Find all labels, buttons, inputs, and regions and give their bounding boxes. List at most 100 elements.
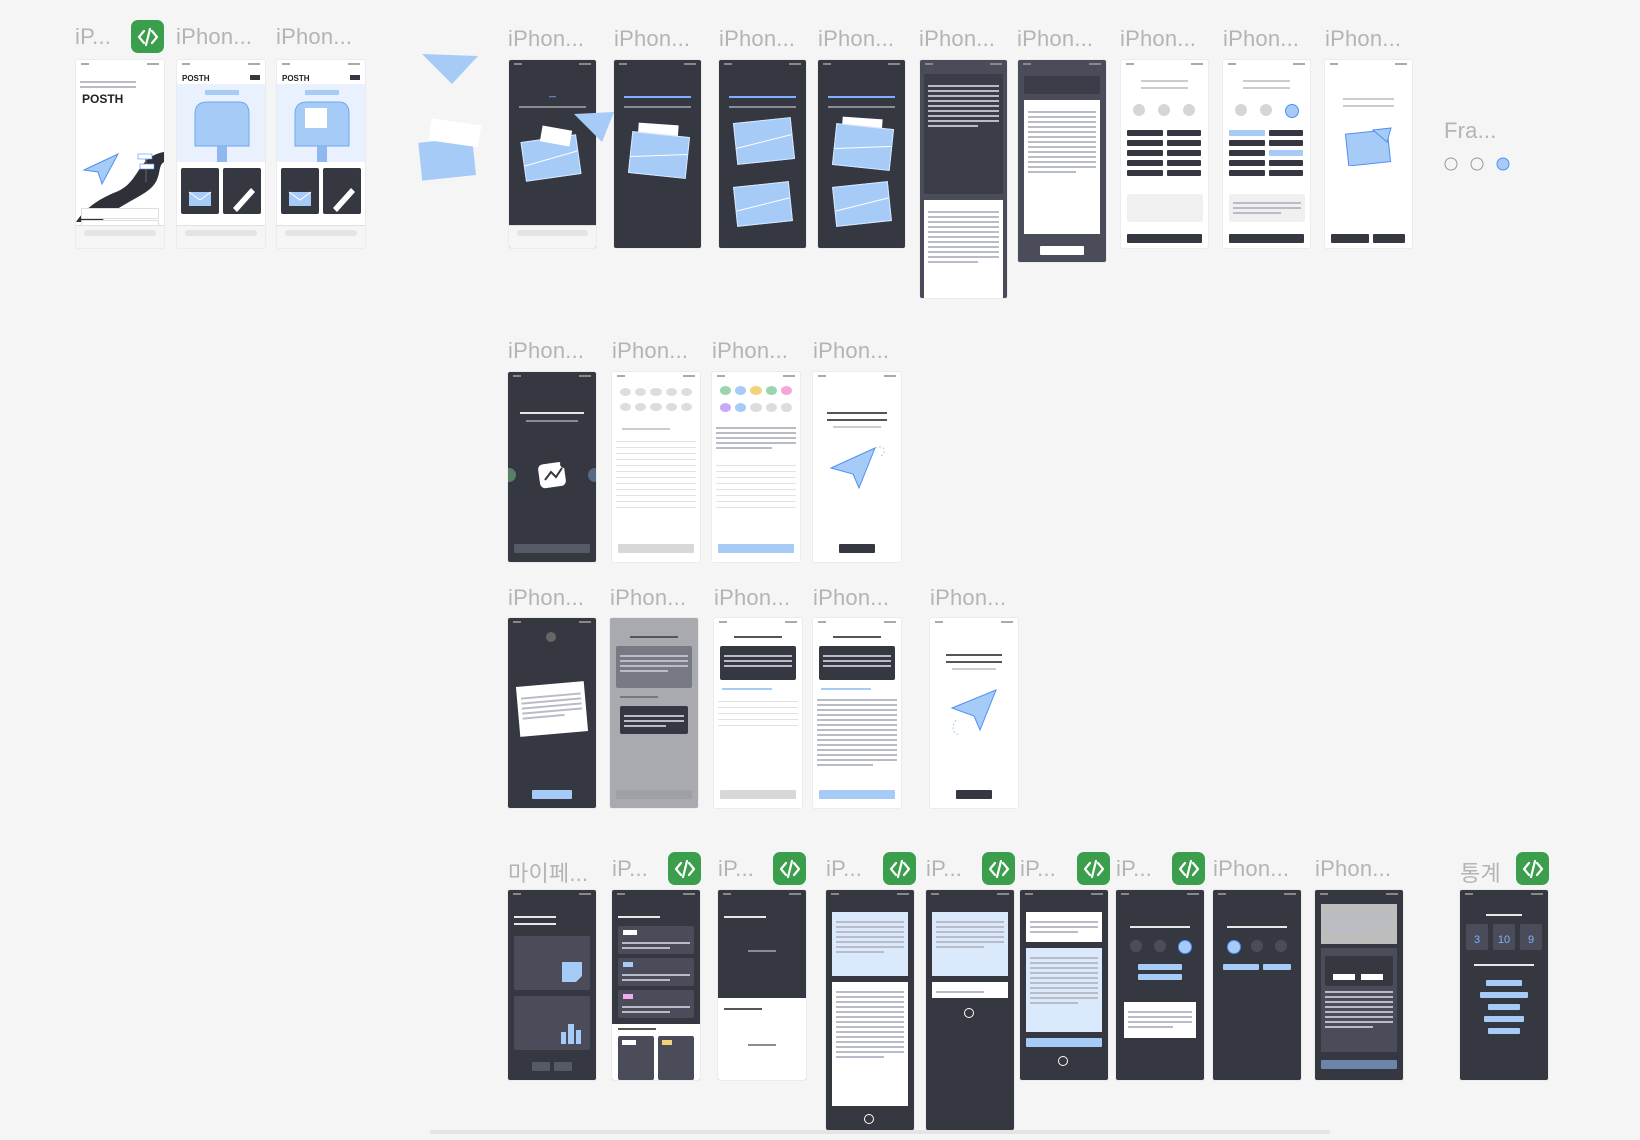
phone-frame-emotion[interactable] <box>1121 60 1208 248</box>
phone-frame-rating-2[interactable] <box>1213 890 1301 1080</box>
confirm-modal[interactable] <box>620 706 688 734</box>
code-brackets-icon <box>779 859 800 878</box>
share-button[interactable] <box>819 790 895 799</box>
frame-label: iP... <box>718 856 755 881</box>
code-badge[interactable] <box>773 852 806 885</box>
start-button[interactable] <box>81 208 159 219</box>
code-badge[interactable] <box>668 852 701 885</box>
home-button[interactable] <box>1331 234 1369 243</box>
stat-value: 3 <box>1473 934 1481 946</box>
submit-button[interactable] <box>1229 234 1304 243</box>
phone-frame-rating[interactable] <box>1116 890 1204 1080</box>
stats-card[interactable] <box>514 996 590 1050</box>
code-brackets-icon <box>988 859 1009 878</box>
code-badge[interactable] <box>982 852 1015 885</box>
smiley-icon[interactable] <box>1158 104 1170 116</box>
select-button[interactable] <box>514 544 590 553</box>
phone-frame-arrival-3[interactable] <box>719 60 806 248</box>
frame-label: iPhon... <box>818 26 895 51</box>
memo-input[interactable] <box>1127 194 1203 222</box>
write-button[interactable] <box>532 790 572 799</box>
phone-frame-stats[interactable]: 3 10 9 <box>1460 890 1548 1080</box>
phone-frame-arrival-1[interactable]: — <box>509 60 596 248</box>
smiley-icon[interactable] <box>1183 104 1195 116</box>
code-badge[interactable] <box>1516 852 1549 885</box>
pencil-icon <box>333 188 355 212</box>
phone-frame-letter-long[interactable] <box>920 60 1007 298</box>
smiley-icon-selected[interactable] <box>1178 940 1192 954</box>
cancel-button[interactable] <box>1333 974 1355 980</box>
frame-label: iPhon... <box>813 585 890 610</box>
send-button[interactable] <box>718 544 794 553</box>
category-icon[interactable] <box>536 458 570 492</box>
read-card[interactable] <box>181 168 219 214</box>
write-card[interactable] <box>323 168 361 214</box>
smiley-icon-selected[interactable] <box>1285 104 1299 118</box>
code-brackets-icon <box>1083 859 1104 878</box>
submit-button[interactable] <box>1127 234 1202 243</box>
phone-frame-report[interactable] <box>1315 890 1403 1080</box>
phone-frame-memo-view[interactable] <box>508 618 596 808</box>
mailbox-icon <box>294 90 350 162</box>
withdraw-button[interactable] <box>554 1062 572 1071</box>
phone-frame-mypage[interactable] <box>508 890 596 1080</box>
brand-title: POSTH <box>282 74 310 83</box>
smiley-icon-selected[interactable] <box>1227 940 1241 954</box>
phone-frame-letter-memo[interactable] <box>926 890 1014 1130</box>
phone-frame-letter-list[interactable] <box>612 890 700 1080</box>
phone-frame-share-done[interactable] <box>930 618 1018 808</box>
code-badge[interactable] <box>1077 852 1110 885</box>
memo-input[interactable] <box>1229 194 1305 222</box>
phone-frame-sent[interactable] <box>813 372 901 562</box>
memo-card[interactable] <box>514 936 590 990</box>
phone-frame-category[interactable] <box>508 372 596 562</box>
emotion-faces-frame[interactable] <box>1443 150 1513 174</box>
reply-button[interactable] <box>1040 246 1084 255</box>
horizontal-scrollbar[interactable] <box>430 1130 1330 1134</box>
smiley-icon[interactable] <box>1154 940 1166 952</box>
logout-button[interactable] <box>532 1062 550 1071</box>
phone-frame-arrival-4[interactable] <box>818 60 905 248</box>
phone-frame-letter-stack[interactable] <box>1020 890 1108 1080</box>
phone-frame-write-filled[interactable] <box>712 372 800 562</box>
confirm-button[interactable] <box>956 790 992 799</box>
envelope-icon <box>733 181 793 227</box>
phone-frame-experience-share[interactable] <box>714 618 802 808</box>
rate-button[interactable] <box>1026 1038 1102 1047</box>
phone-frame-arrival-2[interactable] <box>614 60 701 248</box>
phone-frame-mailbox-2[interactable]: POSTH <box>277 60 365 248</box>
smiley-icon[interactable] <box>1235 104 1247 116</box>
read-card[interactable] <box>281 168 319 214</box>
phone-frame-letter-read[interactable] <box>1018 60 1106 262</box>
smiley-icon[interactable] <box>1251 940 1263 952</box>
phone-frame-mailbox[interactable]: POSTH <box>177 60 265 248</box>
confirm-button[interactable] <box>839 544 875 553</box>
code-badge[interactable] <box>1172 852 1205 885</box>
smiley-icon[interactable] <box>1275 940 1287 952</box>
share-button-disabled[interactable] <box>720 790 796 799</box>
code-badge[interactable] <box>131 20 164 53</box>
smiley-icon[interactable] <box>1130 940 1142 952</box>
submit-button-disabled[interactable] <box>616 790 692 799</box>
report-button[interactable] <box>1321 1060 1397 1069</box>
frame-label: iPhon... <box>930 585 1007 610</box>
confirm-button[interactable] <box>1373 234 1405 243</box>
phone-frame-saved[interactable] <box>1325 60 1412 248</box>
smiley-icon[interactable] <box>1133 104 1145 116</box>
smiley-icon[interactable] <box>1260 104 1272 116</box>
phone-frame-modal[interactable] <box>610 618 698 808</box>
phone-frame-write[interactable] <box>612 372 700 562</box>
code-badge[interactable] <box>883 852 916 885</box>
phone-frame-landing[interactable]: POSTH <box>76 60 164 248</box>
reply-button[interactable] <box>942 284 985 293</box>
phone-frame-experience-filled[interactable] <box>813 618 901 808</box>
confirm-button[interactable] <box>1361 974 1383 980</box>
frame-label: iPhon... <box>1120 26 1197 51</box>
write-card[interactable] <box>223 168 261 214</box>
frame-label: iPhon... <box>712 338 789 363</box>
send-button-disabled[interactable] <box>618 544 694 553</box>
phone-frame-empty-list[interactable] <box>718 890 806 1080</box>
phone-frame-emotion-selected[interactable] <box>1223 60 1310 248</box>
report-modal[interactable] <box>1325 956 1393 986</box>
phone-frame-letter-detail[interactable] <box>826 890 914 1130</box>
